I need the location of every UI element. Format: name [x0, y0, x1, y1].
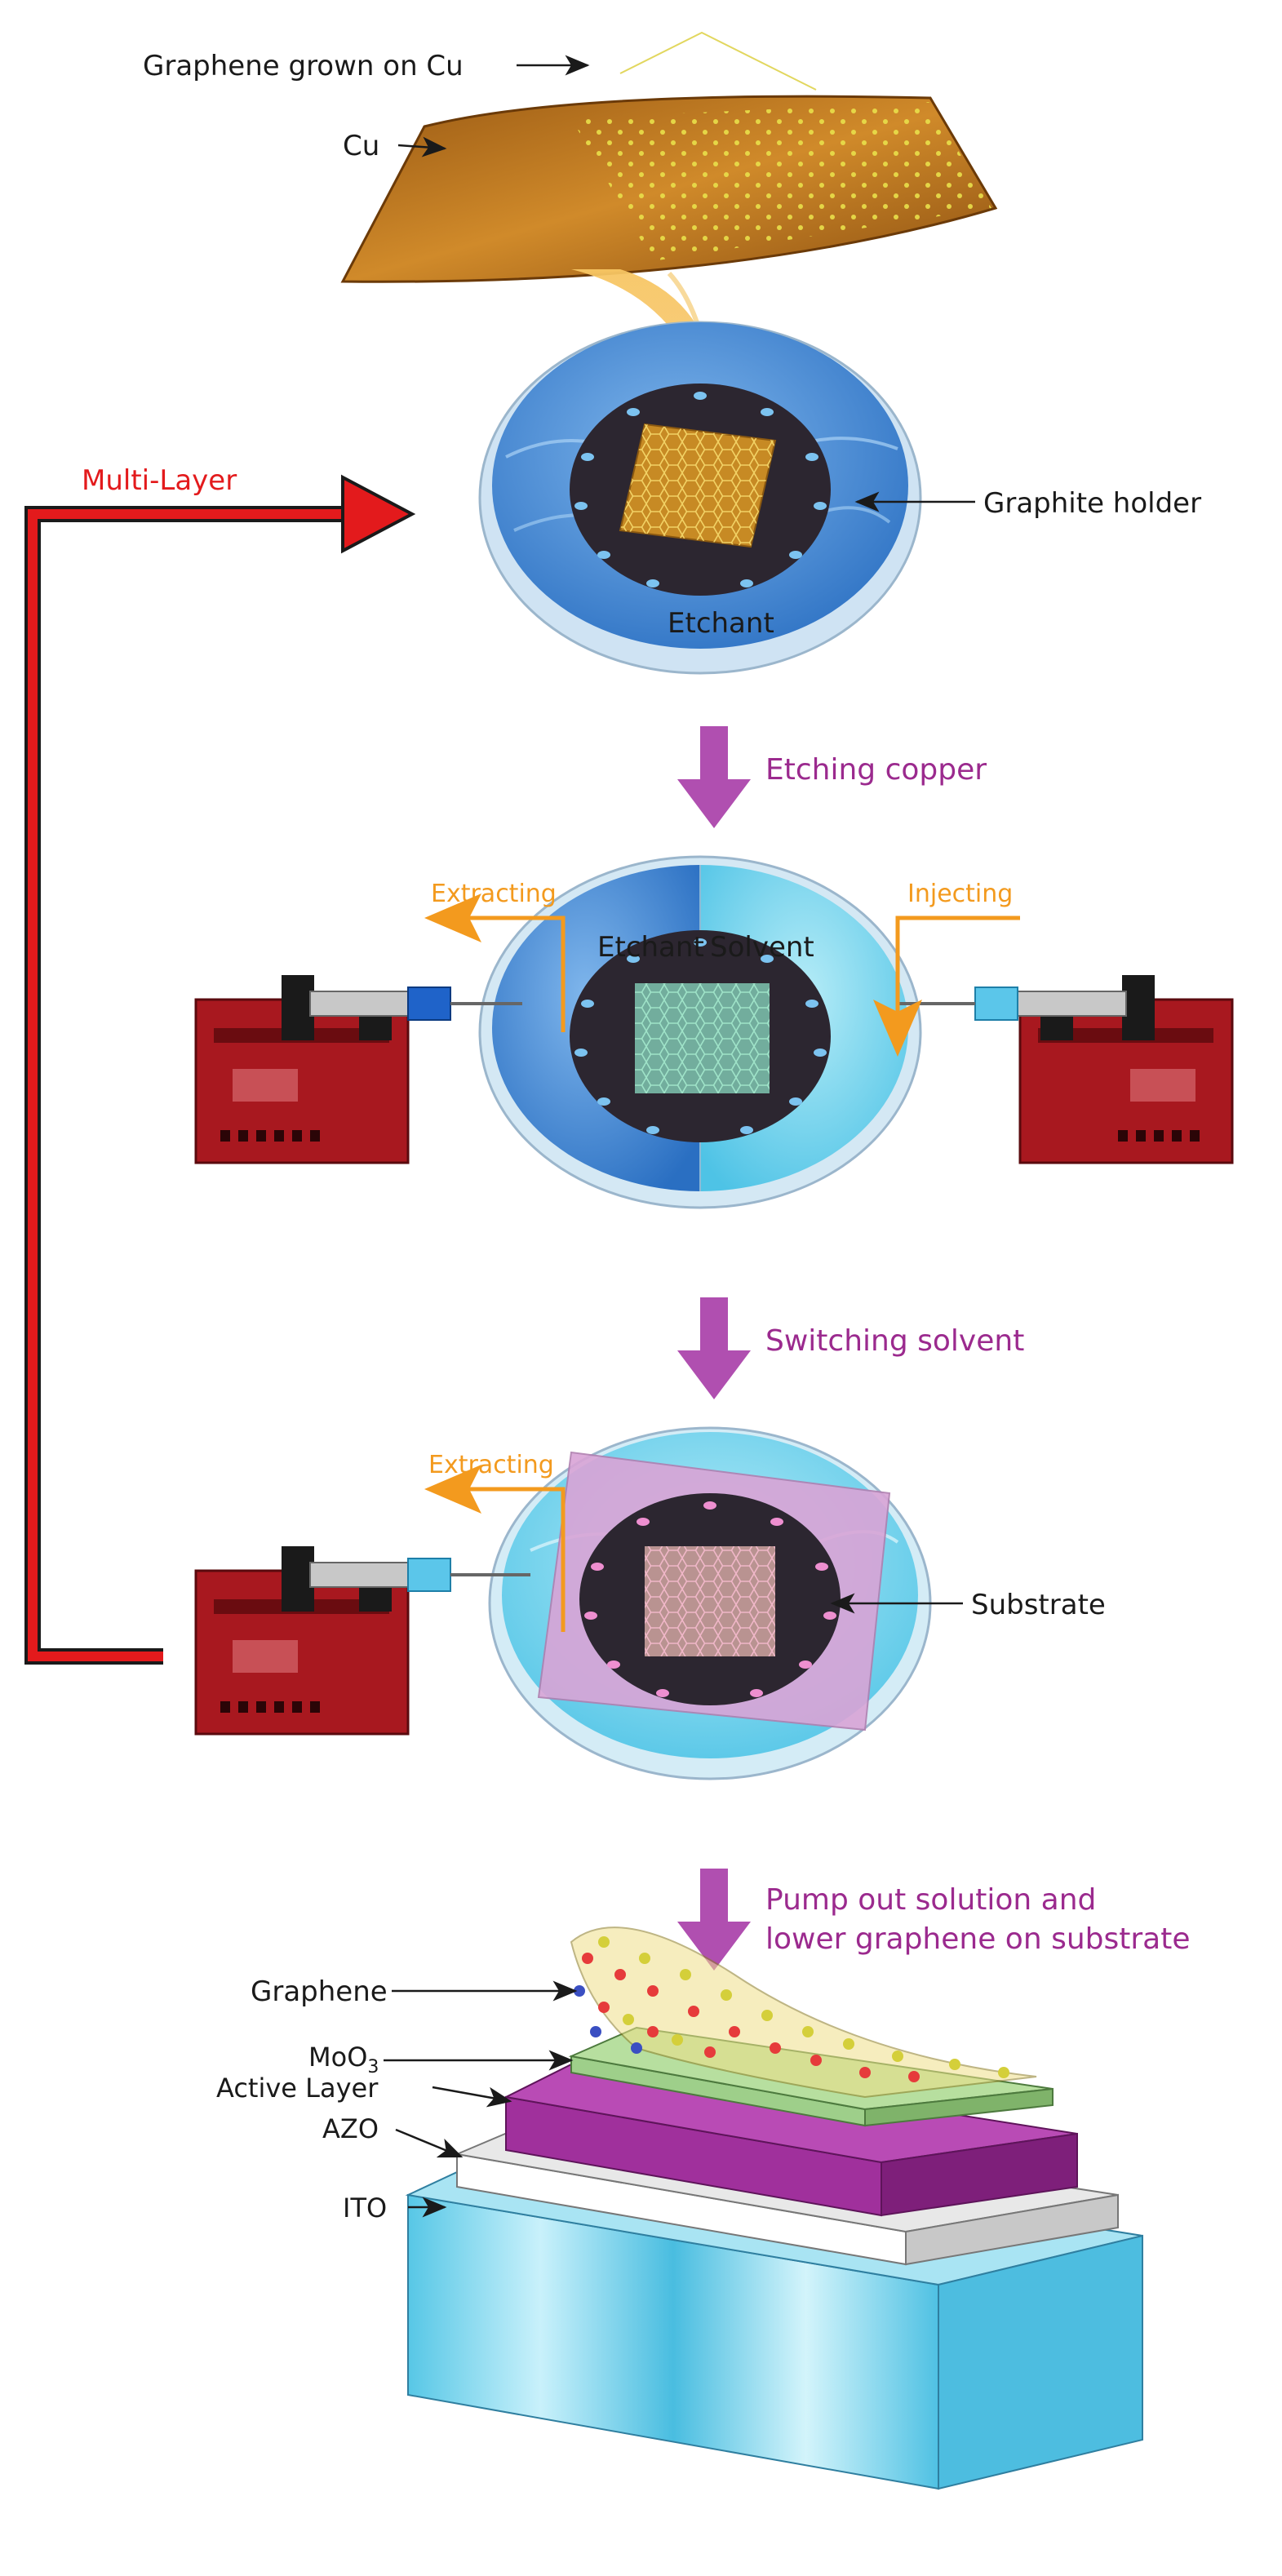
label-solvent: Solvent	[710, 931, 814, 964]
label-multi-layer: Multi-Layer	[82, 464, 237, 497]
label-cu: Cu	[343, 130, 379, 162]
petri-dish-substrate	[488, 1426, 932, 1780]
label-moo3-main: MoO	[308, 2042, 367, 2073]
injecting-arrow	[873, 916, 1020, 1057]
step-switching-solvent: Switching solvent	[765, 1324, 1024, 1358]
multi-layer-loop-arrow	[24, 474, 416, 1665]
label-graphene-grown-on-cu: Graphene grown on Cu	[143, 50, 464, 82]
device-stack	[405, 1926, 1143, 2490]
step-pump-line-2: lower graphene on substrate	[765, 1922, 1191, 1956]
label-injecting: Injecting	[907, 880, 1013, 908]
petri-dish-etchant	[478, 321, 922, 675]
step-arrow-etching	[677, 726, 751, 828]
petri-dish-switching	[478, 855, 922, 1209]
syringe-pump-left-2	[194, 1546, 530, 1736]
label-moo3: MoO3	[308, 2042, 379, 2077]
label-azo: AZO	[322, 2113, 379, 2144]
extracting-arrow-2	[424, 1465, 566, 1632]
label-ito: ITO	[343, 2192, 387, 2224]
label-substrate: Substrate	[971, 1589, 1106, 1621]
label-moo3-subscript: 3	[367, 2057, 379, 2077]
label-active-layer: Active Layer	[216, 2073, 379, 2104]
label-graphene: Graphene	[251, 1975, 388, 2008]
syringe-pump-left-1	[194, 975, 522, 1164]
label-graphite-holder: Graphite holder	[983, 487, 1201, 520]
step-arrow-pump	[677, 1869, 751, 1971]
step-pump-line-1: Pump out solution and	[765, 1883, 1096, 1917]
step-arrow-switching	[677, 1297, 751, 1399]
syringe-pump-right	[898, 975, 1234, 1164]
step-etching-copper: Etching copper	[765, 753, 987, 787]
label-etchant-1: Etchant	[668, 607, 774, 640]
label-extracting-2: Extracting	[428, 1451, 554, 1479]
extracting-arrow-1	[424, 893, 566, 1032]
label-etchant-2: Etchant	[597, 931, 704, 964]
label-extracting-1: Extracting	[431, 880, 557, 908]
